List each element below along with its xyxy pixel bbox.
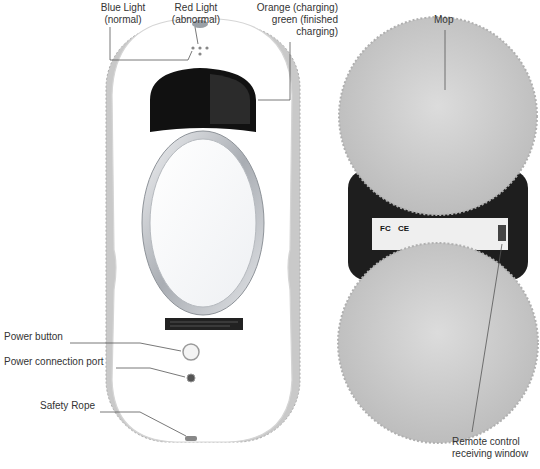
callout-label: Orange (charging) green (finished chargi… bbox=[240, 2, 338, 38]
center-cover bbox=[150, 139, 256, 307]
indicator-dot bbox=[205, 46, 208, 49]
robot-body bbox=[112, 18, 292, 442]
indicator-dot bbox=[198, 52, 201, 55]
power-port bbox=[187, 374, 195, 382]
indicator-dot bbox=[191, 46, 194, 49]
callout-label: Red Light (abnormal) bbox=[160, 2, 232, 26]
callout-label: CE bbox=[398, 224, 414, 234]
window-glare bbox=[210, 74, 250, 124]
display-window bbox=[150, 68, 256, 132]
safety-rope bbox=[185, 436, 197, 441]
remote-window bbox=[498, 225, 506, 241]
callout-label: Safety Rope bbox=[40, 400, 120, 412]
power-button bbox=[183, 344, 199, 360]
mop-pad bbox=[338, 243, 538, 443]
mop-pad bbox=[339, 17, 537, 215]
callout-label: Remote control receiving window bbox=[452, 436, 536, 460]
callout-label: FC bbox=[380, 224, 396, 234]
silver-ring bbox=[142, 131, 264, 315]
leader-lines bbox=[70, 27, 502, 436]
callout-label: Power button bbox=[4, 331, 94, 343]
callout-label: Blue Light (normal) bbox=[88, 2, 158, 26]
callout-label: Power connection port bbox=[4, 356, 124, 368]
callout-label: Mop bbox=[434, 14, 474, 26]
label-plate bbox=[165, 318, 243, 330]
indicator-dot bbox=[198, 46, 201, 49]
